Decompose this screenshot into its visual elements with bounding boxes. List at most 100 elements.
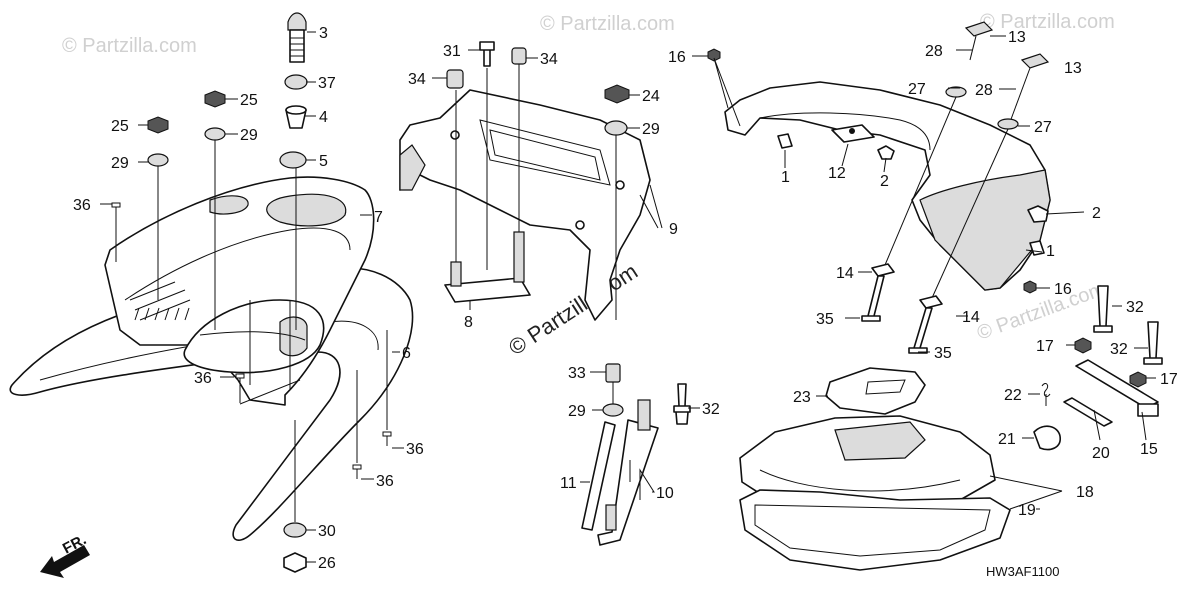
callout-33: 33 [568, 365, 586, 382]
center-bracket-assembly [399, 41, 651, 417]
callout-1: 1 [781, 169, 790, 186]
callout-labels: 3 37 4 5 25 25 29 29 36 7 36 6 36 36 30 … [73, 25, 1178, 572]
callout-15: 15 [1140, 441, 1158, 458]
bolt-32a [673, 383, 691, 425]
callout-24: 24 [642, 88, 660, 105]
callout-3: 3 [319, 25, 328, 42]
front-arrow-icon [40, 545, 90, 578]
lever-20 [1063, 397, 1113, 427]
spring-22 [1041, 383, 1051, 406]
storage-box-assembly [739, 285, 1163, 571]
callout-36: 36 [406, 441, 424, 458]
callout-35: 35 [934, 345, 952, 362]
callout-27: 27 [1034, 119, 1052, 136]
callout-26: 26 [318, 555, 336, 572]
front-arrow: FR. [40, 531, 90, 578]
screw-36c [382, 431, 392, 446]
callout-1: 1 [1046, 243, 1055, 260]
callout-29: 29 [568, 403, 586, 420]
callout-14: 14 [962, 309, 980, 326]
cap-13a [964, 21, 994, 37]
callout-2: 2 [1092, 205, 1101, 222]
callout-20: 20 [1092, 445, 1110, 462]
collar-34a [446, 69, 464, 89]
bolt-32c [1143, 321, 1163, 365]
strap-11 [581, 421, 616, 531]
bolt-31 [479, 41, 495, 67]
nut-2b [1027, 205, 1049, 223]
screw-36b [235, 373, 245, 403]
collar-33 [605, 363, 621, 383]
plate-8 [444, 277, 531, 303]
nut-25a [204, 90, 226, 108]
watermark-top-center: © Partzilla.com [540, 13, 675, 35]
callout-34: 34 [408, 71, 426, 88]
callout-2: 2 [880, 173, 889, 190]
callout-25: 25 [240, 92, 258, 109]
callout-13: 13 [1064, 60, 1082, 77]
collar-34b [511, 47, 527, 65]
callout-11: 11 [560, 475, 577, 492]
fastener-3 [287, 12, 307, 31]
clip-1a [777, 133, 793, 149]
collar-5 [279, 151, 307, 169]
callout-14: 14 [836, 265, 854, 282]
callout-37: 37 [318, 75, 336, 92]
callout-16: 16 [668, 49, 686, 66]
nut-16a [707, 48, 721, 62]
callout-36: 36 [194, 370, 212, 387]
callout-8: 8 [464, 314, 473, 331]
watermark-top-right: © Partzilla.com [980, 11, 1115, 33]
washer-14a [871, 263, 895, 277]
plate-10 [597, 419, 659, 546]
callout-12: 12 [828, 165, 846, 182]
nut-2a [877, 145, 895, 160]
watermark-center: © Partzilla.com [504, 258, 642, 360]
callout-36: 36 [376, 473, 394, 490]
cap-13b [1020, 53, 1050, 69]
callout-10: 10 [656, 485, 674, 502]
screw-36d [352, 464, 362, 479]
callout-29: 29 [642, 121, 660, 138]
bolt-32b [1093, 285, 1113, 333]
callout-31: 31 [443, 43, 461, 60]
nut-24 [604, 84, 630, 104]
watermark-top-left: © Partzilla.com [62, 35, 197, 57]
callout-28: 28 [975, 82, 993, 99]
callout-30: 30 [318, 523, 336, 540]
callout-29: 29 [111, 155, 129, 172]
callout-22: 22 [1004, 387, 1022, 404]
callout-28: 28 [925, 43, 943, 60]
strap-assembly [581, 383, 691, 546]
latch-15 [1075, 359, 1159, 409]
nut-26 [283, 552, 307, 573]
nut-17a [1074, 337, 1092, 354]
washer-29a [204, 127, 226, 141]
screw-35a [861, 275, 885, 322]
callout-13: 13 [1008, 29, 1026, 46]
callout-36: 36 [73, 197, 91, 214]
cover-23 [825, 367, 926, 415]
washer-30 [283, 522, 307, 538]
callout-5: 5 [319, 153, 328, 170]
callout-29: 29 [240, 127, 258, 144]
screw-36a [111, 202, 121, 232]
callout-18: 18 [1076, 484, 1094, 501]
nut-16b [1023, 280, 1037, 294]
washer-29c [604, 120, 628, 136]
rear-carrier-assembly [9, 176, 414, 541]
washer-14b [919, 295, 943, 309]
callout-35: 35 [816, 311, 834, 328]
washer-29b [147, 153, 169, 167]
callout-27: 27 [908, 81, 926, 98]
callout-32: 32 [1126, 299, 1144, 316]
callout-16: 16 [1054, 281, 1072, 298]
callout-9: 9 [669, 221, 678, 238]
collar-37 [284, 74, 308, 90]
nut-25b [147, 116, 169, 134]
bracket-9 [399, 89, 651, 321]
callout-34: 34 [540, 51, 558, 68]
washer-29d [602, 403, 624, 417]
rear-cover-assembly [707, 21, 1051, 354]
